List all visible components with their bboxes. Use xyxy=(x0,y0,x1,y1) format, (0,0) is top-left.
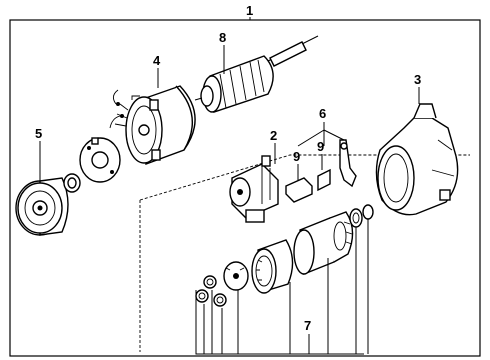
armature-part xyxy=(194,35,319,113)
callout-9a: 9 xyxy=(293,149,300,164)
front-housing-part xyxy=(375,103,459,216)
brush-plate-part xyxy=(79,137,121,183)
packing-parts xyxy=(285,168,331,203)
callout-3: 3 xyxy=(414,72,421,87)
diagram-frame xyxy=(9,19,481,357)
callout-2: 2 xyxy=(270,128,277,143)
yoke-part xyxy=(114,85,196,165)
solenoid-part xyxy=(229,155,279,223)
callout-7: 7 xyxy=(304,318,311,333)
bushing-part xyxy=(63,173,81,193)
callout-1: 1 xyxy=(246,3,253,18)
callout-5: 5 xyxy=(35,126,42,141)
drive-gear-set-part xyxy=(195,204,374,307)
callout-group-1: 1 xyxy=(246,3,253,20)
lever-part xyxy=(339,139,357,188)
callout-8: 8 xyxy=(219,30,226,45)
callout-4: 4 xyxy=(153,53,161,68)
rear-cover-part xyxy=(15,177,69,236)
callout-9b: 9 xyxy=(317,139,324,154)
callout-6: 6 xyxy=(319,106,326,121)
